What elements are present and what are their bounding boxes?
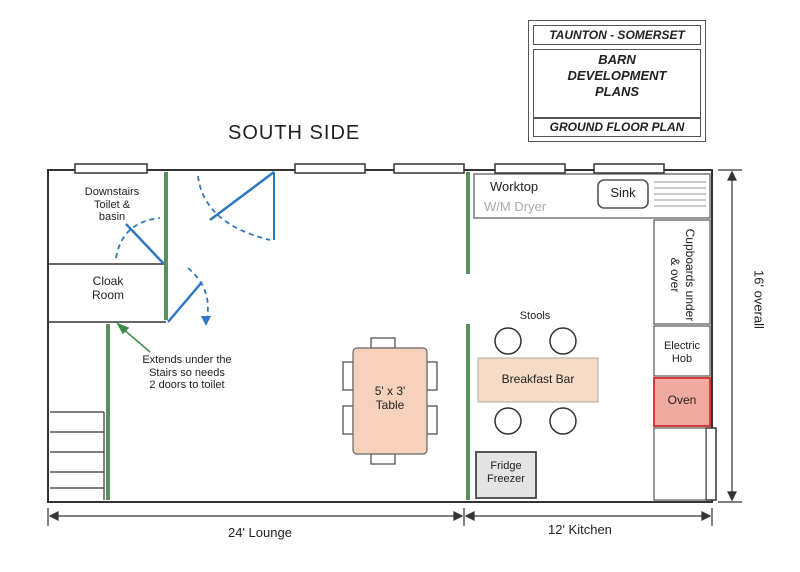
dining-table bbox=[352, 347, 428, 455]
stairs-note: Extends under the Stairs so needs 2 door… bbox=[142, 354, 232, 392]
stool bbox=[549, 327, 577, 355]
sink-label: Sink bbox=[610, 185, 636, 200]
table-label: 5' x 3' Table bbox=[374, 384, 406, 412]
title-project: BARN DEVELOPMENT PLANS bbox=[533, 49, 701, 119]
stools bbox=[494, 327, 577, 435]
stairs bbox=[50, 411, 105, 500]
dimension-lines bbox=[47, 169, 742, 526]
door-swing-lounge bbox=[197, 175, 271, 241]
door-swing-toilet bbox=[115, 217, 161, 259]
wm-dryer-label: W/M Dryer bbox=[484, 199, 547, 214]
door-toilet bbox=[125, 223, 165, 265]
hob-unit bbox=[653, 325, 711, 377]
lounge-dimension: 24' Lounge bbox=[228, 525, 292, 540]
title-location: TAUNTON - SOMERSET bbox=[533, 25, 701, 45]
window bbox=[393, 163, 465, 174]
hob-label: Electric Hob bbox=[663, 340, 701, 365]
window bbox=[494, 163, 566, 174]
oven-unit bbox=[653, 377, 711, 427]
kitchen-units bbox=[473, 173, 711, 501]
chair bbox=[342, 405, 354, 435]
cloak-room-label: Cloak Room bbox=[91, 274, 124, 302]
chair bbox=[370, 337, 396, 349]
title-block: TAUNTON - SOMERSET BARN DEVELOPMENT PLAN… bbox=[528, 20, 706, 142]
window bbox=[74, 163, 148, 174]
stool bbox=[549, 407, 577, 435]
window bbox=[705, 427, 717, 501]
fridge-unit bbox=[475, 451, 537, 499]
chair bbox=[426, 361, 438, 391]
chair bbox=[342, 361, 354, 391]
chair bbox=[370, 453, 396, 465]
partitions bbox=[106, 172, 470, 500]
stool bbox=[494, 407, 522, 435]
window bbox=[294, 163, 366, 174]
south-side-label: SOUTH SIDE bbox=[228, 122, 361, 144]
window bbox=[593, 163, 665, 174]
stools-label: Stools bbox=[519, 310, 551, 322]
worktop-unit bbox=[473, 173, 711, 219]
toilet-label: Downstairs Toilet & basin bbox=[84, 186, 140, 224]
stool bbox=[494, 327, 522, 355]
worktop-label: Worktop bbox=[490, 179, 539, 194]
fridge-label: Fridge Freezer bbox=[487, 460, 525, 485]
chair bbox=[426, 405, 438, 435]
cupboards-label: Cupboards under & over bbox=[668, 228, 697, 322]
side-unit bbox=[653, 427, 707, 501]
sink-unit bbox=[597, 179, 649, 209]
doors bbox=[115, 171, 275, 326]
kitchen-dimension: 12' Kitchen bbox=[548, 522, 612, 537]
door-cloak bbox=[167, 281, 203, 323]
outer-wall bbox=[47, 169, 713, 503]
note-arrow bbox=[116, 322, 151, 353]
title-sheet: GROUND FLOOR PLAN bbox=[533, 117, 701, 137]
oven-label: Oven bbox=[667, 393, 697, 407]
overall-dimension: 16' overall bbox=[751, 270, 767, 329]
door-lounge bbox=[209, 171, 275, 221]
cupboards-unit bbox=[653, 219, 711, 325]
arrow-head bbox=[201, 316, 211, 326]
drainer bbox=[654, 181, 706, 207]
windows bbox=[74, 163, 717, 501]
breakfast-bar bbox=[477, 357, 599, 403]
breakfast-bar-label: Breakfast Bar bbox=[501, 372, 575, 386]
